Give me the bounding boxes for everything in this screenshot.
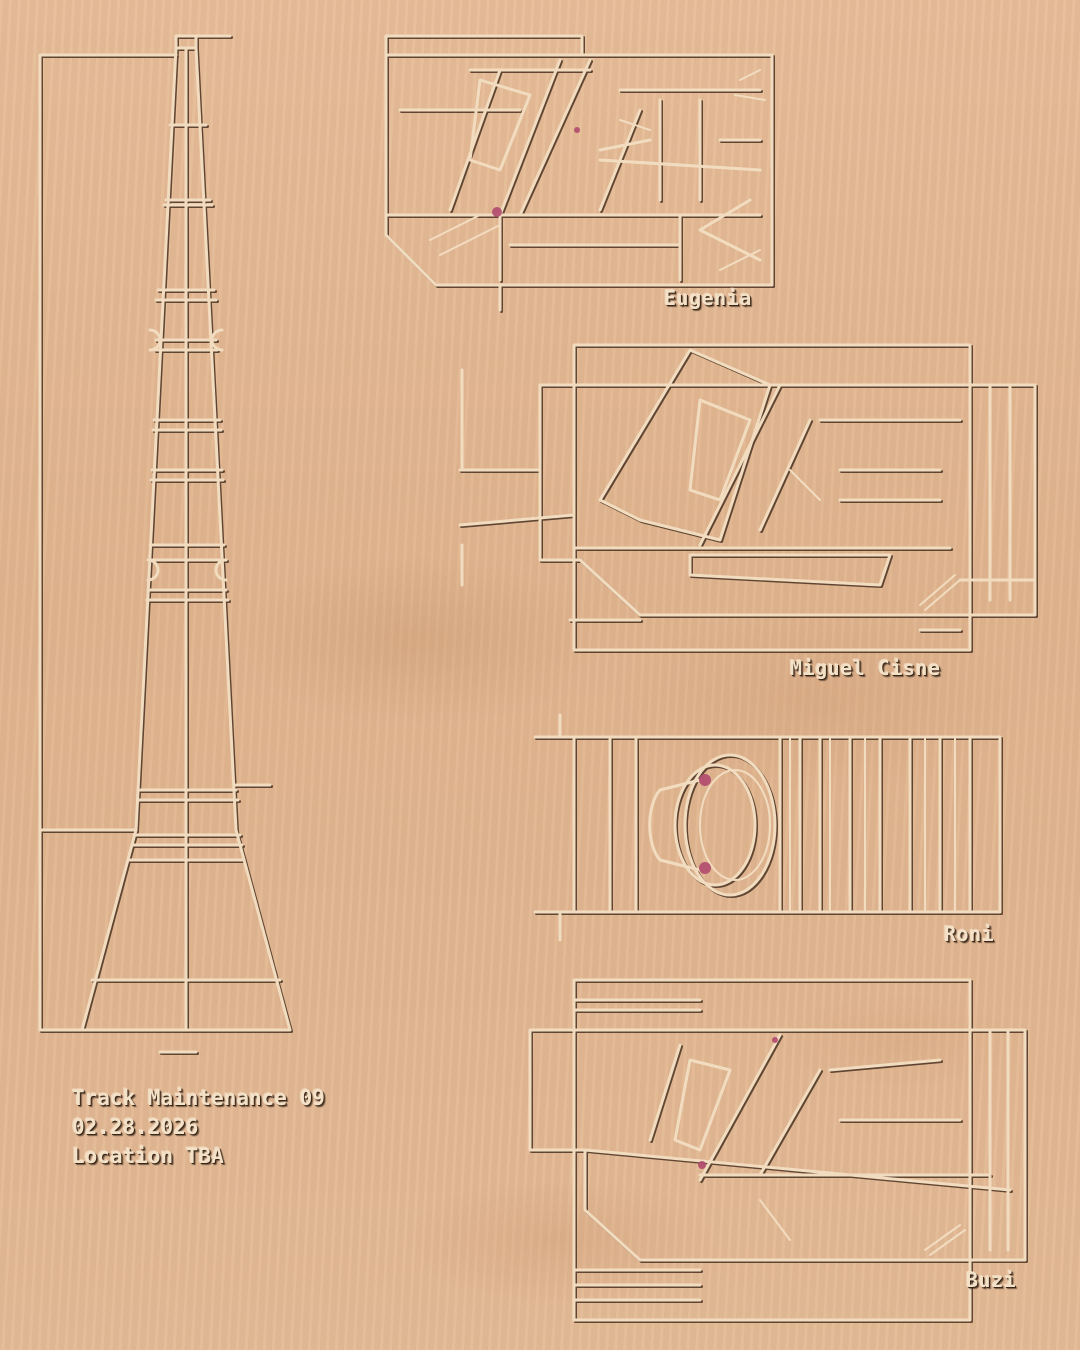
event-title: Track Maintenance 09 [72, 1086, 325, 1110]
event-info: Track Maintenance 09 02.28.2026 Location… [72, 1084, 325, 1171]
event-location: Location TBA [72, 1144, 224, 1168]
event-date: 02.28.2026 [72, 1115, 199, 1139]
eugenia-drawing [384, 34, 775, 313]
roni-label: Roni [944, 922, 995, 946]
miguel-cisne-label: Miguel Cisne [790, 656, 941, 680]
roni-drawing [533, 713, 1003, 942]
buzi-label: Buzi [966, 1268, 1017, 1292]
tower-drawing-light [38, 34, 292, 1054]
eugenia-label: Eugenia [664, 286, 752, 310]
miguel-drawing [458, 343, 1038, 653]
buzi-drawing [528, 978, 1028, 1323]
